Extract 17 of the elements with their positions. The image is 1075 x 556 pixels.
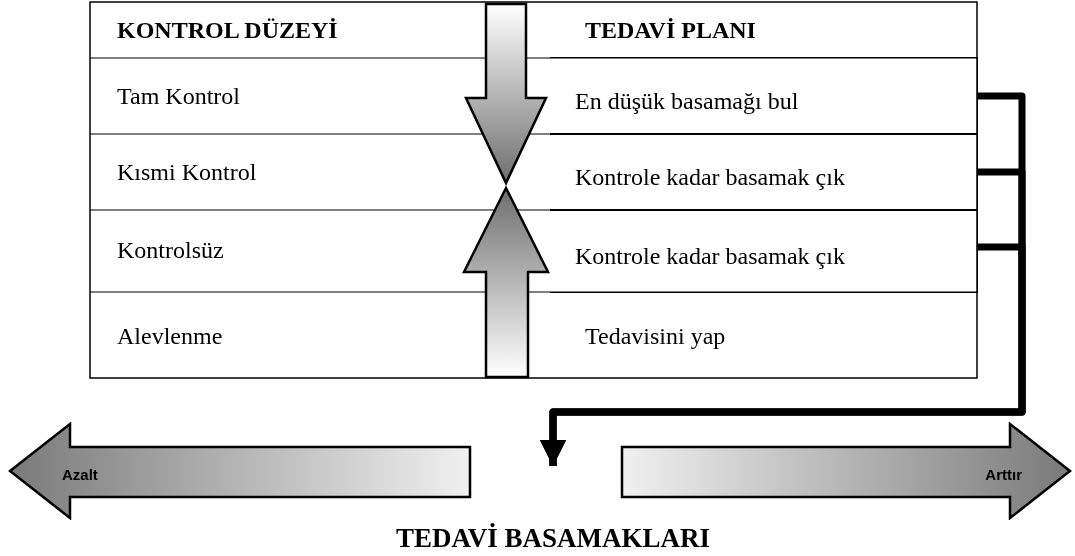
arrow-label: Azalt xyxy=(62,466,98,482)
column-header: KONTROL DÜZEYİ xyxy=(117,18,338,42)
table-cell xyxy=(550,209,978,293)
treatment-plan-text: Kontrole kadar basamak çık xyxy=(575,244,845,268)
table-cell xyxy=(550,57,978,135)
table-cell-text: Kontrolsüz xyxy=(117,238,224,262)
column-header: TEDAVİ PLANI xyxy=(585,18,756,42)
treatment-plan-text: Kontrole kadar basamak çık xyxy=(575,165,845,189)
table-cell-text: Tedavisini yap xyxy=(585,324,726,348)
footer-heading: TEDAVİ BASAMAKLARI xyxy=(396,525,710,552)
table-cell-text: Tam Kontrol xyxy=(117,84,240,108)
table-cell-text: Alevlenme xyxy=(117,324,223,348)
table-cell xyxy=(550,133,978,211)
treatment-plan-text: En düşük basamağı bul xyxy=(575,89,799,113)
bracket-arrow xyxy=(540,243,1026,466)
arrow-label: Arttır xyxy=(985,466,1022,482)
table-cell-text: Kısmi Kontrol xyxy=(117,160,257,184)
